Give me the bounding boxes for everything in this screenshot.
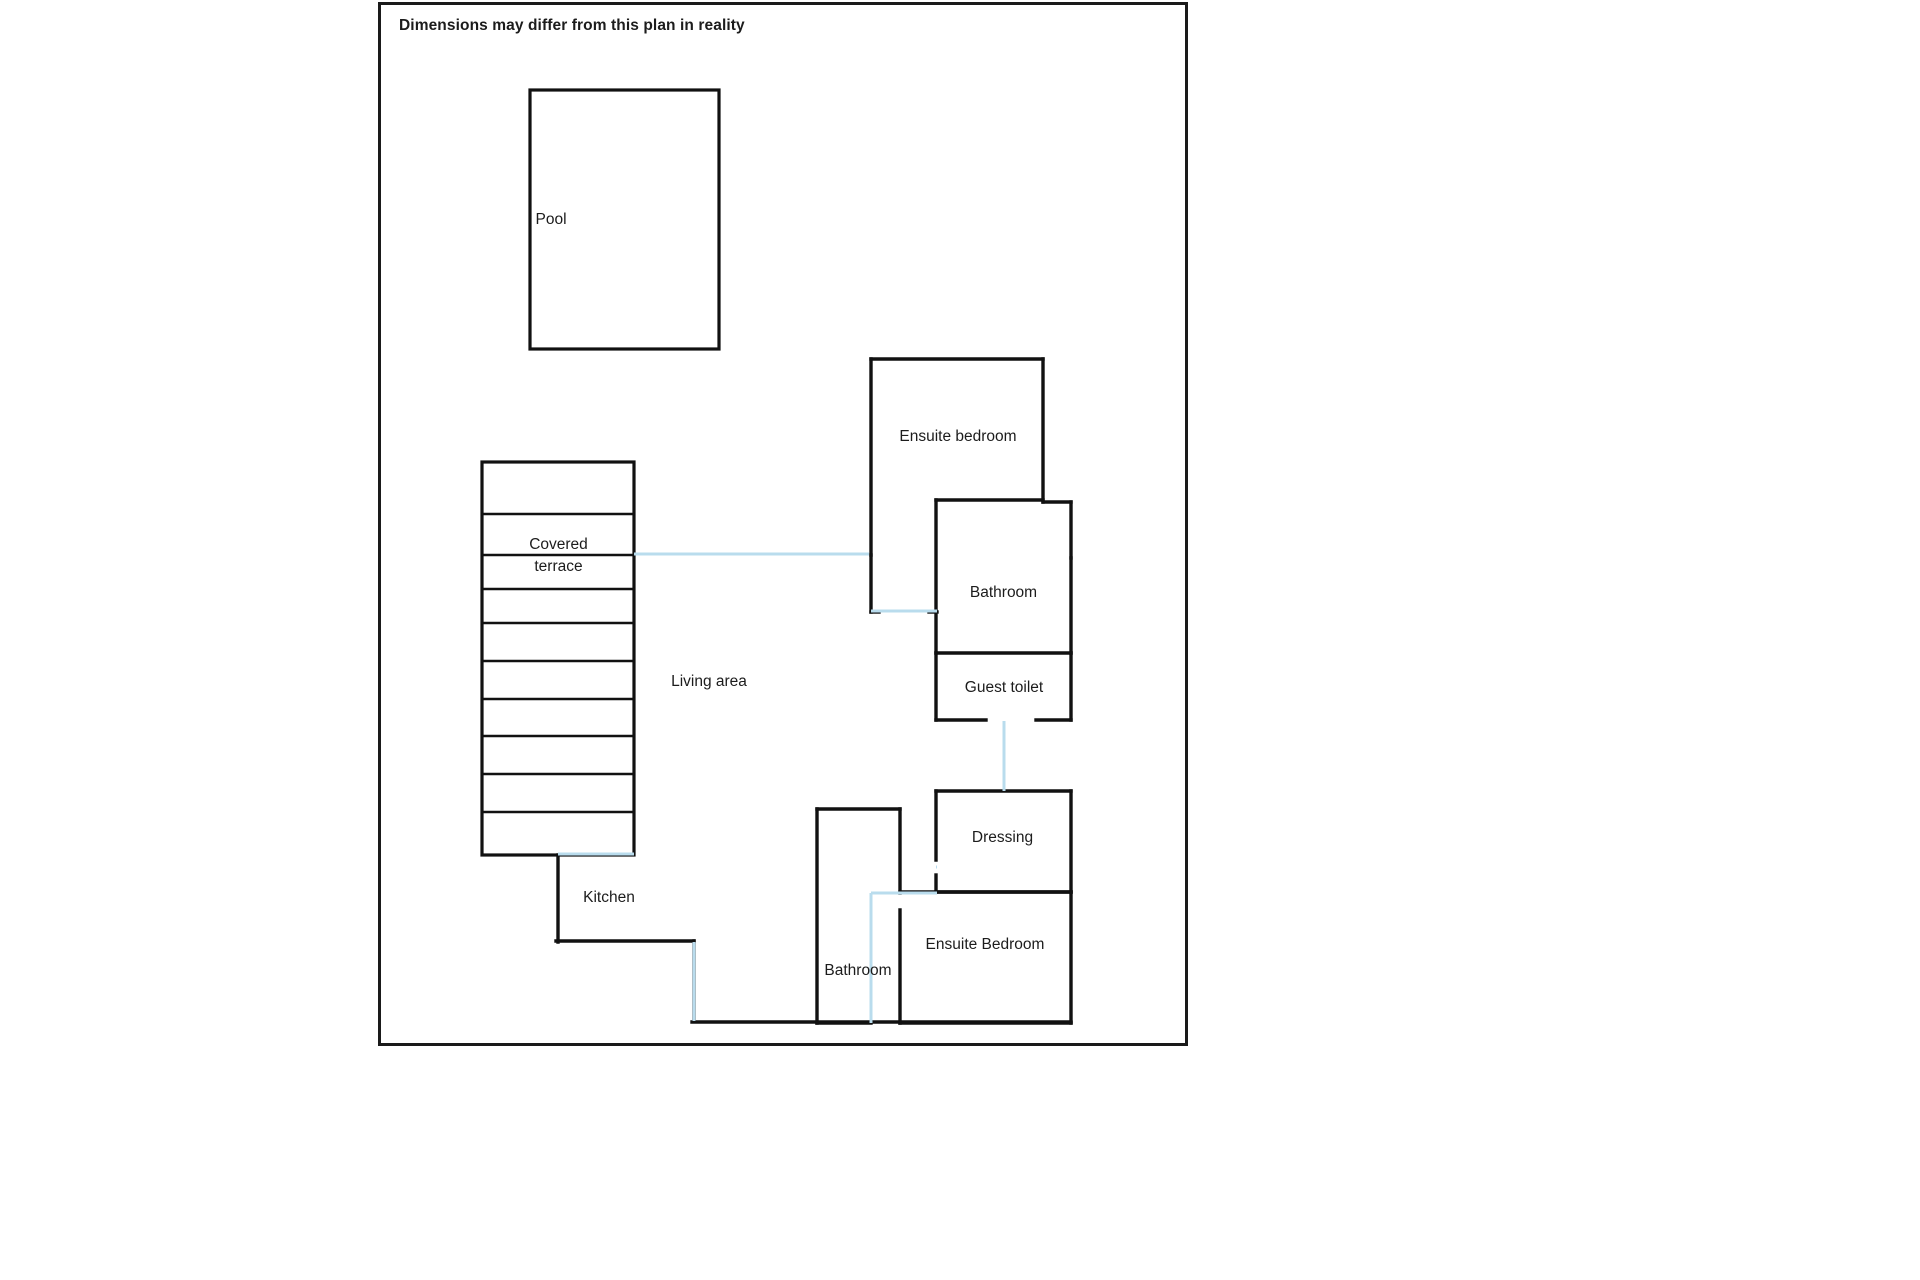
bathroom-bottom-outline	[815, 807, 902, 1025]
floor-plan-drawing: Pool Covered terrace Living area Kitchen…	[381, 5, 1191, 1049]
wall-linework	[480, 88, 1073, 1025]
ensuite-bedroom-bottom-outline	[898, 890, 1073, 1025]
floor-plan-sheet: Dimensions may differ from this plan in …	[378, 2, 1188, 1046]
room-label-covered-terrace: Covered terrace	[481, 534, 636, 579]
room-label-pool: Pool	[535, 211, 567, 228]
plan-disclaimer-note: Dimensions may differ from this plan in …	[399, 17, 745, 34]
ensuite-bedroom-top-outline	[869, 357, 1045, 614]
bathroom-top-outline	[869, 498, 1073, 655]
room-label-bathroom-bottom: Bathroom	[824, 962, 892, 979]
room-label-kitchen: Kitchen	[583, 889, 635, 906]
covered-terrace-line2: terrace	[534, 558, 583, 576]
covered-terrace-line1: Covered	[529, 536, 588, 553]
room-label-bathroom-top: Bathroom	[969, 584, 1038, 601]
room-label-ensuite-bedroom-top: Ensuite bedroom	[899, 428, 1017, 445]
room-label-ensuite-bedroom-bottom: Ensuite Bedroom	[925, 936, 1045, 953]
room-label-guest-toilet: Guest toilet	[964, 679, 1044, 696]
room-label-living-area: Living area	[671, 673, 747, 690]
covered-terrace-outline	[480, 460, 636, 857]
room-label-dressing: Dressing	[971, 829, 1034, 846]
